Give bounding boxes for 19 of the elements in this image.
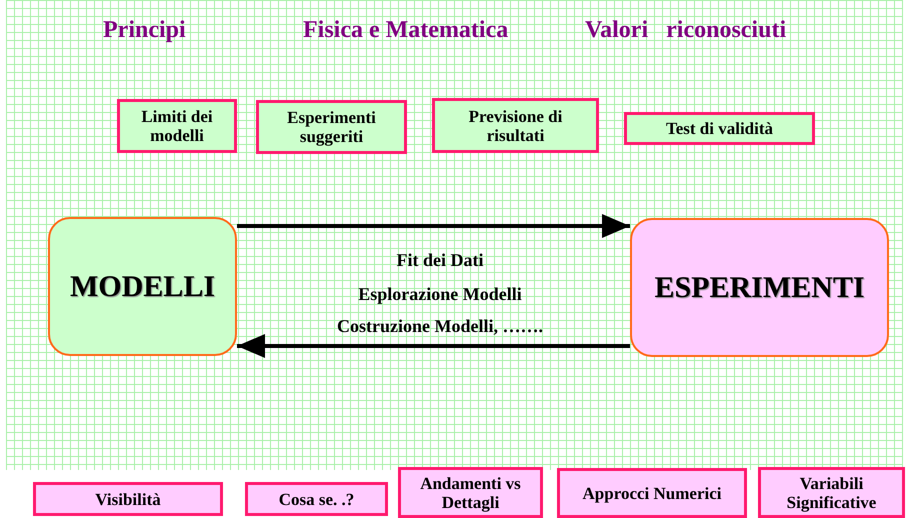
label-box: Cosa se. .? — [245, 482, 388, 516]
center-text: Esplorazione Modelli — [358, 284, 522, 305]
heading-text: Fisica e Matematica — [303, 17, 508, 44]
label-box: Limiti dei modelli — [117, 99, 237, 153]
label-box: Previsione di risultati — [432, 98, 599, 153]
rounded-box: ESPERIMENTI — [630, 218, 889, 357]
label-box: Variabili Significative — [758, 467, 905, 518]
center-text: Costruzione Modelli, ……. — [337, 316, 543, 337]
label-box: Test di validità — [624, 112, 815, 145]
label-box: Visibilità — [33, 482, 223, 516]
label-box: Approcci Numerici — [557, 468, 747, 518]
label-box: Esperimenti suggeriti — [256, 100, 407, 154]
heading-text: Valori riconosciuti — [585, 17, 786, 44]
arrow — [237, 334, 630, 358]
label-box: Andamenti vs Dettagli — [398, 467, 543, 518]
rounded-box: MODELLI — [48, 217, 237, 356]
heading-text: Principi — [103, 17, 186, 44]
center-text: Fit dei Dati — [396, 250, 484, 271]
arrow — [237, 214, 630, 238]
